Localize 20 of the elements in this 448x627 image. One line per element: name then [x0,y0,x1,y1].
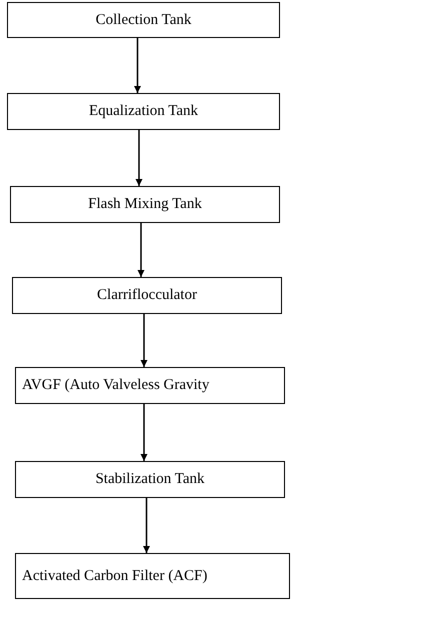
process-box [15,553,290,599]
process-box [15,461,285,498]
arrow [140,404,148,461]
arrow [136,130,142,186]
step-label: Activated Carbon Filter (ACF) [22,568,208,584]
process-box [12,277,282,314]
process-box [7,93,280,130]
arrow [143,498,150,553]
process-box [7,2,280,38]
step-label: Stabilization Tank [95,471,205,488]
process-box [15,367,285,404]
step-label: Flash Mixing Tank [88,196,202,213]
step-label: Collection Tank [96,12,192,28]
step-label: Clarriflocculator [97,287,197,304]
step-label: AVGF (Auto Valveless Gravity [22,377,210,394]
process-box [10,186,280,223]
arrow [134,38,141,93]
step-label: Equalization Tank [88,103,198,120]
arrow [138,223,144,277]
arrow [140,314,148,367]
